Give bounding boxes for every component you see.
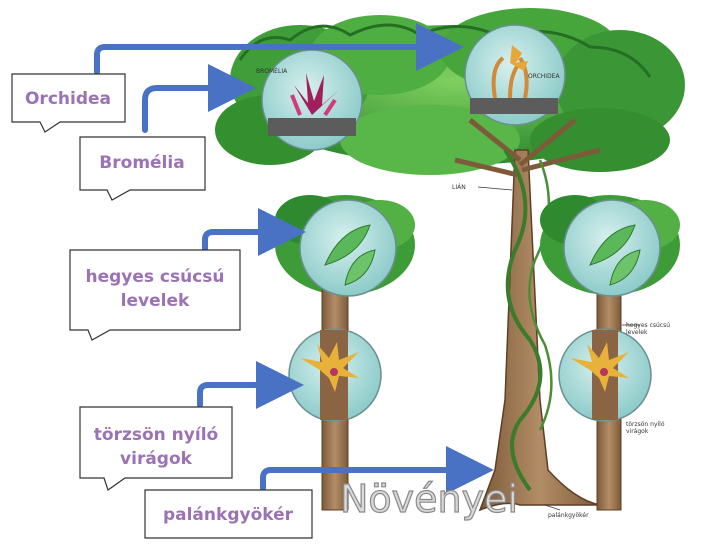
callout-palank: palánkgyökér [144,489,313,539]
cauliflory-tiny-label-1: törzsön nyíló [626,421,665,428]
callout-hegyes: hegyes csúcsú levelek [69,249,241,341]
callout-orchidea-text: Orchidea [25,89,111,109]
callout-torzson: törzsön nyíló virágok [79,406,233,491]
bromeliad-tiny-label: BROMÉLIA [256,67,288,75]
arrow-bromelia [142,64,256,133]
cauliflory-tiny-label-2: virágok [626,428,649,435]
flowers-bubble-left [288,328,382,422]
callout-bromelia: Bromélia [79,136,206,201]
page-title: Növényei [340,477,518,521]
arrows [94,23,494,494]
callout-hegyes-line2: levelek [121,291,190,311]
leaves-bubble-right [563,199,661,297]
pointed-leaves-tiny-label-2: levelek [626,329,648,336]
buttress-tiny-label: palánkgyökér [548,512,589,519]
callout-torzson-line1: törzsön nyíló [94,425,218,445]
liana-vine [503,148,543,492]
arrow-palank [260,446,494,494]
orchid-bubble: ORCHIDEA [464,24,566,126]
liana-tiny-label: LIÁN [452,184,466,191]
flowers-bubble-right [558,328,652,422]
leaves-bubble-left [299,199,397,297]
callout-torzson-line2: virágok [120,449,193,469]
bromeliad-bubble: BROMÉLIA [256,49,363,151]
callout-bromelia-text: Bromélia [99,153,184,173]
arrow-torzson [197,361,304,409]
callout-hegyes-line1: hegyes csúcsú [85,267,224,287]
arrow-hegyes [202,208,306,256]
callout-orchidea: Orchidea [11,73,126,133]
callout-palank-text: palánkgyökér [163,505,294,525]
pointed-leaves-tiny-label-1: hegyes csúcsú [626,322,670,329]
arrow-orchidea [94,23,464,75]
orchid-tiny-label: ORCHIDEA [528,73,560,80]
